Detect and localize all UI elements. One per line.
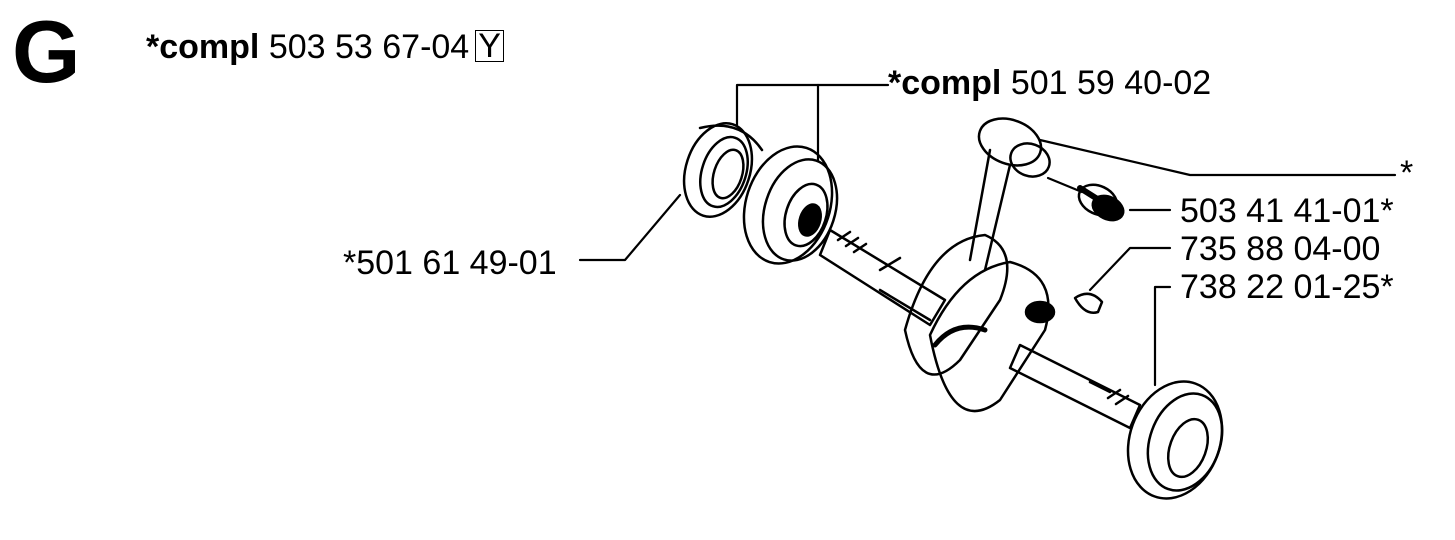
- leader-bearing-right: [1153, 285, 1172, 387]
- ball-bearing-right: [1126, 380, 1224, 500]
- crankshaft-right-shaft: [1008, 343, 1142, 430]
- crankshaft-left-shaft: [818, 228, 947, 327]
- callout-bearing-kit-prefix: *compl: [888, 64, 1002, 102]
- callout-bearing-kit-number: 501 59 40-02: [1010, 64, 1212, 102]
- leader-bearing-kit-bracket: [735, 83, 820, 162]
- header-boxed-code: Y: [475, 29, 504, 63]
- callout-seal: *501 61 49-01: [343, 244, 557, 282]
- callout-bearing-right: 738 22 01-25*: [1180, 268, 1394, 306]
- callout-key: 735 88 04-00: [1180, 230, 1381, 268]
- leader-conrod: [1038, 138, 1397, 177]
- callout-needle-bearing: 503 41 41-01*: [1180, 192, 1394, 230]
- callout-conrod: *: [1400, 154, 1414, 192]
- crank-webs: [903, 233, 1056, 413]
- leader-lines: [578, 83, 1397, 387]
- ball-bearing-left: [742, 145, 839, 265]
- callout-bearing-kit: *compl 501 59 40-02: [888, 66, 1211, 100]
- leader-key: [1088, 246, 1172, 292]
- header-part-number: 503 53 67-04: [268, 28, 470, 66]
- needle-bearing: [1077, 183, 1125, 222]
- leader-seal: [578, 193, 682, 262]
- section-letter: G: [12, 2, 81, 101]
- leader-needle-short: [1046, 176, 1084, 194]
- connecting-rod: [968, 117, 1051, 272]
- header-prefix: *compl: [146, 28, 260, 66]
- oil-seal: [682, 122, 764, 218]
- woodruff-key: [1073, 292, 1104, 314]
